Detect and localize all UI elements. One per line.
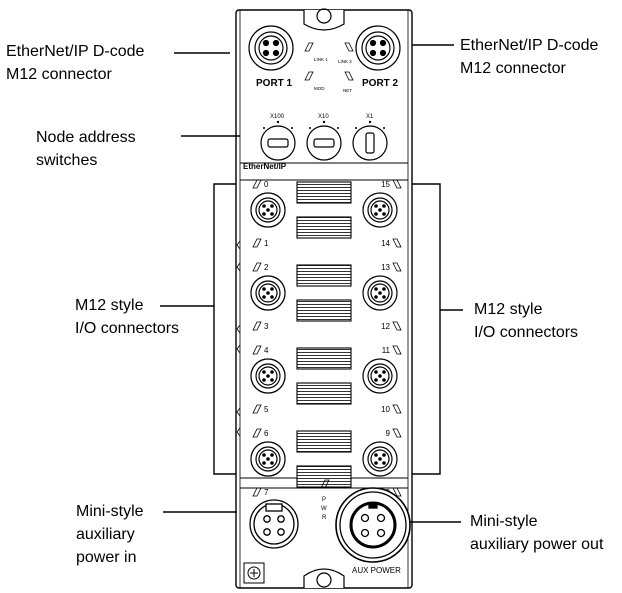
led-icon [392,321,402,331]
callout-power-in-line-2: auxiliary [76,526,135,543]
led-icon [252,262,262,272]
port-2-connector [355,25,401,71]
io-connector-top [250,441,286,477]
callout-power-out-line-2: auxiliary power out [470,536,604,553]
callout-power-in: Mini-style auxiliary power in [76,500,144,569]
io-connector-13 [362,275,398,311]
connector-grip [296,347,352,370]
callout-power-in-line-1: Mini-style [76,503,144,520]
led-icon [252,345,262,355]
io-number-right: 13 [381,263,390,272]
io-connector-top [250,192,286,228]
led-icon [252,238,262,248]
callout-node-address: Node address switches [36,126,136,172]
led-icon [252,404,262,414]
pwr-w-label: W [321,506,327,512]
io-number-left: 4 [264,346,269,355]
io-number-left: 3 [264,322,269,331]
pwr-p-label: P [322,497,326,503]
callout-power-out: Mini-style auxiliary power out [470,510,603,556]
status-led-icons [304,42,354,81]
callout-io-left: M12 style I/O connectors [75,294,179,340]
aux-power-label: AUX POWER [352,566,401,575]
callout-power-out-line-1: Mini-style [470,513,538,530]
led-icon [252,428,262,438]
io-connector-15 [362,192,398,228]
aux-power-out-connector [335,487,411,563]
connector-grip [296,465,352,488]
led-icon [252,179,262,189]
callout-port-2-line-2: M12 connector [460,60,566,77]
callout-port-2-line-1: EtherNet/IP D-code [460,37,599,54]
io-number-left: 5 [264,405,269,414]
callout-port-1-line-2: M12 connector [6,66,112,83]
io-number-left: 7 [264,488,269,497]
io-connector-9 [362,441,398,477]
callout-port-1-line-1: EtherNet/IP D-code [6,43,145,60]
mod-label: MOD [314,86,325,91]
io-number-right: 12 [381,322,390,331]
io-connector-11 [362,358,398,394]
connector-grip [296,382,352,405]
callout-node-address-line-2: switches [36,152,98,169]
io-connectors: 0115142313124511106798 [250,179,402,497]
io-number-right: 11 [382,346,391,355]
link-2-label: LINK 2 [338,59,352,64]
callout-node-address-line-1: Node address [36,129,136,146]
connector-grip [296,299,352,322]
io-number-right: 9 [386,429,391,438]
power-led-icon [320,479,330,489]
led-icon [252,487,262,497]
io-number-right: 15 [381,180,390,189]
port-2-label: PORT 2 [362,78,399,89]
io-number-left: 2 [264,263,269,272]
callout-io-right-line-2: I/O connectors [474,324,579,341]
led-icon [392,238,402,248]
led-icon [392,345,402,355]
io-number-left: 1 [264,239,269,248]
led-icon [252,321,262,331]
led-icon [392,487,402,497]
node-address-switches [260,120,388,161]
led-icon [392,404,402,414]
ground-screw-icon [243,562,265,584]
io-number-left: 6 [264,429,269,438]
connector-grip [296,264,352,287]
callout-io-left-line-2: I/O connectors [75,320,180,337]
callout-port-1: EtherNet/IP D-code M12 connector [6,40,144,86]
io-number-right: 10 [381,405,390,414]
callout-leaders [160,44,463,523]
switch-x10-label: X10 [318,114,329,120]
net-label: NET [343,88,352,93]
led-icon [392,428,402,438]
callout-port-2: EtherNet/IP D-code M12 connector [460,34,598,80]
callout-io-left-line-1: M12 style [75,297,144,314]
led-icon [392,262,402,272]
switch-x1-label: X1 [366,114,374,120]
brand-label: EtherNet/IP [243,162,287,171]
port-1-connector [248,25,294,71]
connector-grip [296,216,352,239]
port-1-label: PORT 1 [256,78,293,89]
aux-power-in-connector [249,499,299,549]
pwr-r-label: R [322,515,327,521]
link-1-label: LINK 1 [314,57,328,62]
callout-io-right-line-1: M12 style [474,301,543,318]
switch-x100-label: X100 [270,114,285,120]
callout-io-right: M12 style I/O connectors [474,298,578,344]
io-connector-top [250,275,286,311]
led-icon [392,179,402,189]
io-number-left: 0 [264,180,269,189]
device-housing [235,8,413,589]
callout-power-in-line-3: power in [76,549,137,566]
io-connector-top [250,358,286,394]
io-number-right: 14 [381,239,390,248]
connector-grip [296,181,352,204]
connector-grip [296,430,352,453]
